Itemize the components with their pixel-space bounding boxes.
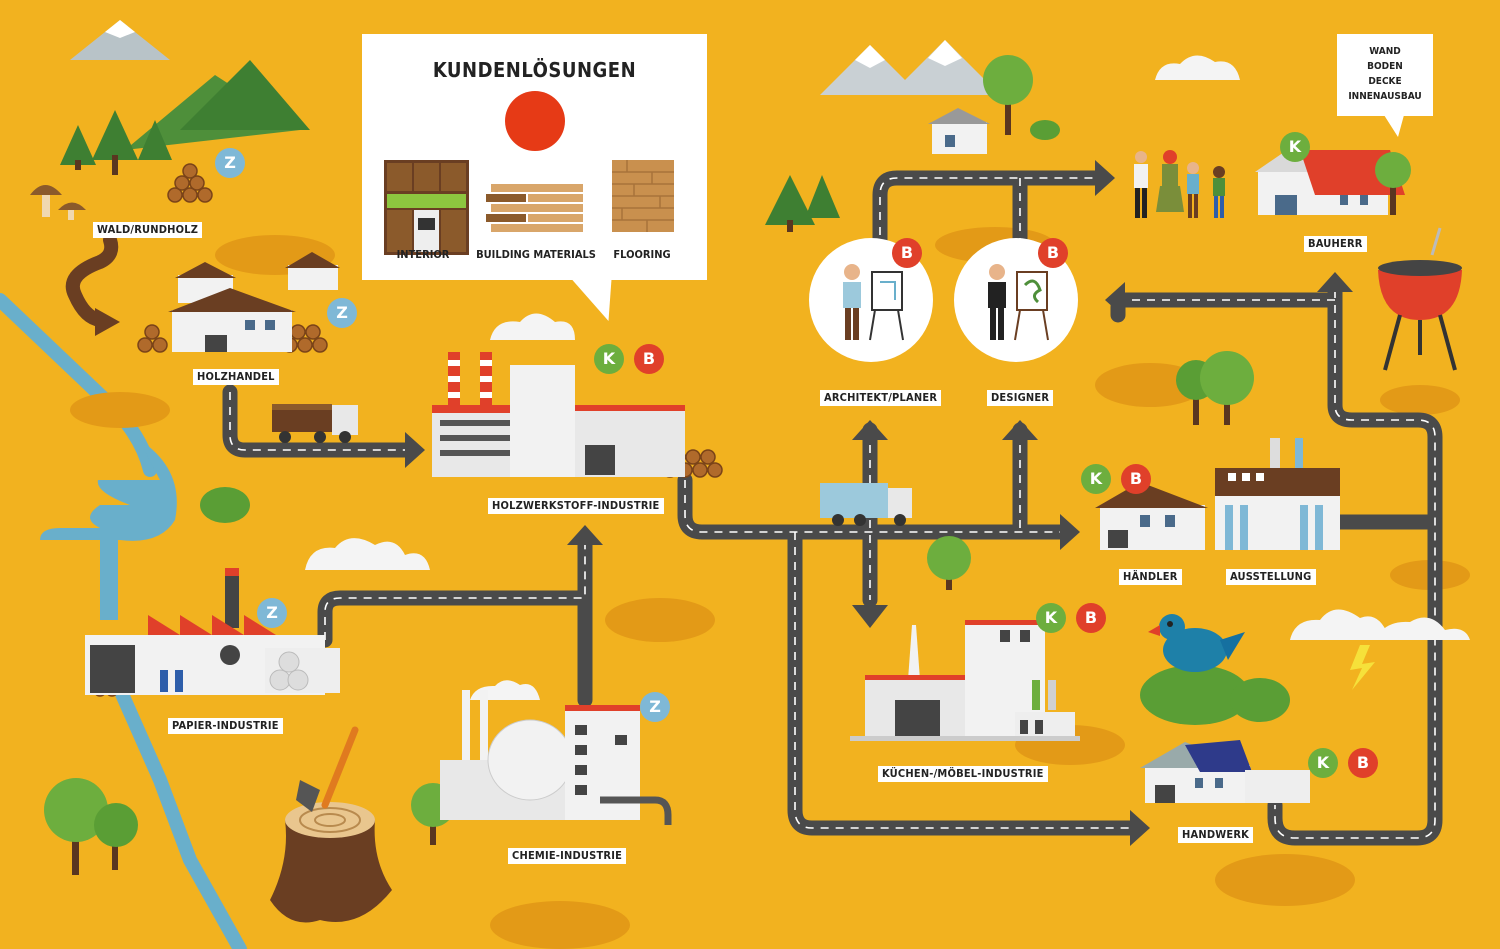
- note-line-wand: WAND: [1369, 46, 1401, 57]
- label-architekt-planer: ARCHITEKT/PLANER: [820, 390, 942, 406]
- log-path-arrow: [95, 308, 120, 336]
- building-ausstellung: [1215, 438, 1340, 550]
- b-badge-kuechen: B: [1076, 603, 1106, 633]
- label-haendler: HÄNDLER: [1119, 569, 1182, 585]
- wood-flooring-icon: [612, 160, 674, 232]
- note-line-decke: DECKE: [1368, 76, 1402, 87]
- architect-circle: [809, 238, 933, 362]
- z-badge-chemie: Z: [640, 692, 670, 722]
- building-materials-caption: BUILDING MATERIALS: [476, 248, 596, 261]
- houses-holzhandel: [168, 252, 340, 352]
- note-line-innenausbau: INNENAUSBAU: [1348, 91, 1422, 102]
- k-badge-handwerk: K: [1308, 748, 1338, 778]
- house-bauherr: [1255, 148, 1411, 215]
- b-badge-handwerk: B: [1348, 748, 1378, 778]
- interior-finishing-note: WAND BODEN DECKE INNENAUSBAU: [1337, 34, 1433, 116]
- b-badge-haendler: B: [1121, 464, 1151, 494]
- stump: [270, 726, 392, 923]
- factory-papier: [85, 568, 340, 695]
- customer-solutions-callout: KUNDENLÖSUNGEN INTERIOR BUILDING MATERIA…: [362, 34, 707, 280]
- b-badge-holzwerkstoff: B: [634, 344, 664, 374]
- road-arrowheads: [405, 160, 1353, 846]
- k-badge-holzwerkstoff: K: [594, 344, 624, 374]
- house-haendler: [1095, 482, 1208, 550]
- designer-circle: [954, 238, 1078, 362]
- b-badge-architekt: B: [892, 238, 922, 268]
- log-path: [65, 233, 119, 327]
- family: [1134, 150, 1225, 218]
- z-badge-holzhandel: Z: [327, 298, 357, 328]
- bird: [1148, 614, 1245, 672]
- label-holzwerkstoff-industrie: HOLZWERKSTOFF-INDUSTRIE: [488, 498, 664, 514]
- interior-caption: INTERIOR: [396, 248, 450, 261]
- delivery-truck: [820, 483, 912, 526]
- lightning: [1350, 645, 1375, 690]
- building-materials-icon: [486, 184, 583, 232]
- k-badge-bauherr: K: [1280, 132, 1310, 162]
- z-badge-papier: Z: [257, 598, 287, 628]
- round-trees: [44, 55, 1254, 875]
- mountains-top: [820, 40, 1000, 95]
- factory-holzwerkstoff: [432, 352, 685, 477]
- label-ausstellung: AUSSTELLUNG: [1226, 569, 1316, 585]
- clouds: [305, 55, 1470, 700]
- conifer-trees: [60, 110, 840, 232]
- factory-kuechen: [850, 620, 1080, 741]
- note-line-boden: BODEN: [1367, 61, 1403, 72]
- z-badge-wald: Z: [215, 148, 245, 178]
- flooring-caption: FLOORING: [613, 248, 671, 261]
- hills: [70, 227, 1470, 949]
- b-badge-designer: B: [1038, 238, 1068, 268]
- red-dot-icon: [505, 91, 565, 151]
- label-kuechen-moebel-industrie: KÜCHEN-/MÖBEL-INDUSTRIE: [878, 766, 1048, 782]
- mushrooms: [30, 185, 86, 220]
- note-pointer: [1384, 115, 1404, 137]
- bushes: [200, 120, 1290, 725]
- mountains-left: [70, 20, 310, 150]
- label-bauherr: BAUHERR: [1304, 236, 1367, 252]
- river-pond: [40, 440, 177, 620]
- grill: [1378, 227, 1462, 371]
- kitchen-cabinet-icon: [384, 160, 469, 255]
- label-designer: DESIGNER: [987, 390, 1054, 406]
- log-truck: [272, 404, 358, 443]
- house-top: [928, 108, 990, 154]
- k-badge-kuechen: K: [1036, 603, 1066, 633]
- factory-chemie: [440, 690, 672, 825]
- label-holzhandel: HOLZHANDEL: [193, 369, 279, 385]
- label-chemie-industrie: CHEMIE-INDUSTRIE: [508, 848, 627, 864]
- k-badge-haendler: K: [1081, 464, 1111, 494]
- house-handwerk: [1140, 740, 1310, 803]
- label-handwerk: HANDWERK: [1178, 827, 1254, 843]
- callout-title: KUNDENLÖSUNGEN: [432, 58, 637, 82]
- label-papier-industrie: PAPIER-INDUSTRIE: [168, 718, 283, 734]
- label-wald-rundholz: WALD/RUNDHOLZ: [93, 222, 203, 238]
